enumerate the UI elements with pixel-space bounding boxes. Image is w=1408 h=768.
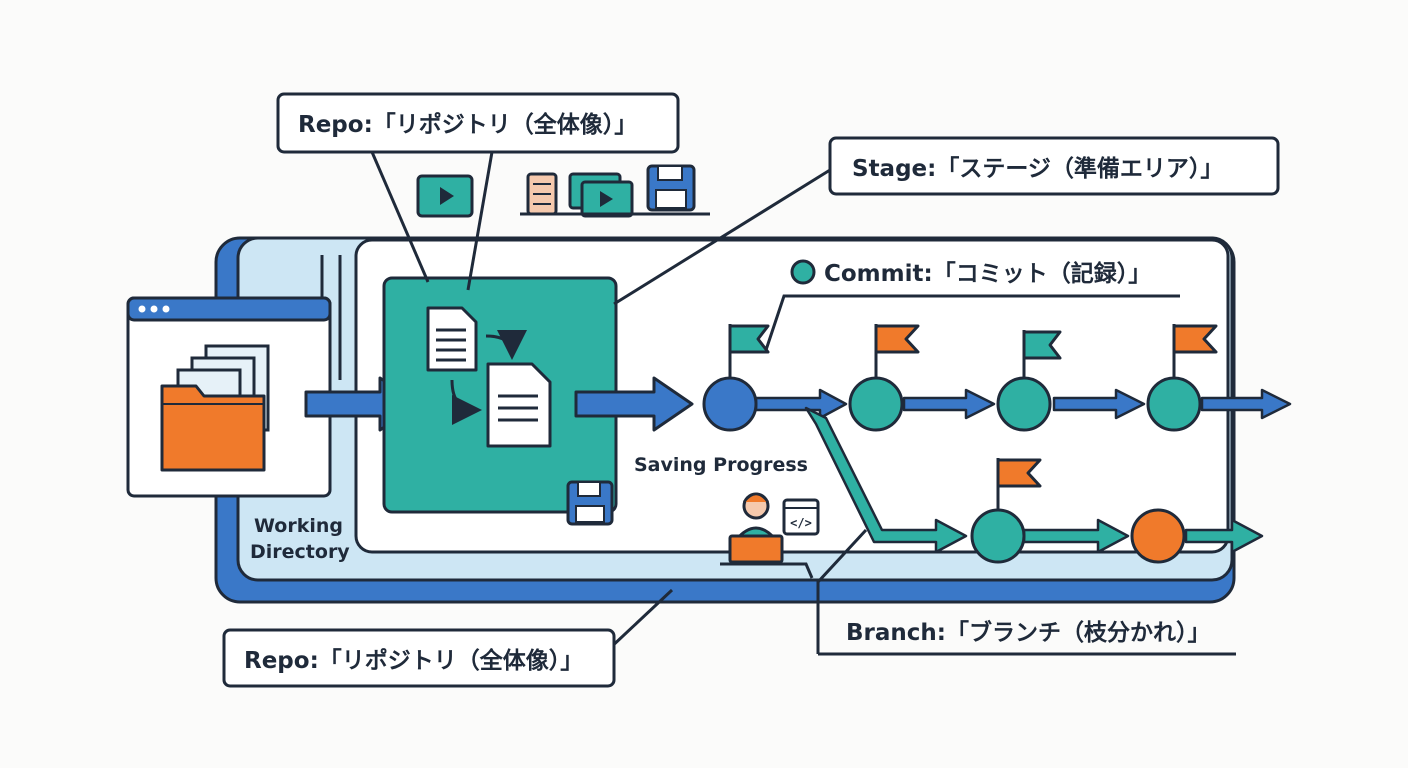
branch-arrow-2 [1184,518,1264,554]
flag-icon [874,324,920,378]
server-icon [526,172,558,216]
branch-label: Branch:「ブランチ（枝分かれ）」 [846,619,1210,646]
commit-node [1146,376,1202,432]
commit-node [848,376,904,432]
stage-callout [828,136,1280,196]
commit-arrow-3 [1052,388,1146,420]
svg-text:</>: </> [790,516,812,530]
commit-node [996,376,1052,432]
branch-arrow-1 [1022,518,1130,554]
floppy-disk-icon [566,480,614,526]
commit-arrow-1 [754,388,848,420]
commit-label: Commit:「コミット（記録）」 [824,260,1151,287]
document-icon [486,362,552,448]
branch-commit-node-orange [1130,508,1186,564]
saving-progress-label: Saving Progress [634,454,808,476]
commit-node-initial [702,376,758,432]
flag-icon [1022,330,1062,378]
flag-icon [996,458,1042,510]
repo-top-label: Repo:「リポジトリ（全体像）」 [298,111,637,138]
commit-legend-dot [790,259,816,285]
floppy-disk-icon [646,164,696,212]
video-icon [568,172,634,218]
arrow-to-commit [574,376,694,432]
commit-arrow-4 [1200,388,1292,420]
browser-window-icon [138,305,170,313]
folder-icon [160,344,270,472]
repo-bottom-callout [222,628,616,688]
code-icon: </> [782,498,820,536]
repo-top-callout [276,92,680,154]
commit-arrow-2 [902,388,996,420]
flag-icon [728,324,770,378]
document-icon [426,306,478,372]
flag-icon [1172,324,1218,378]
repo-bottom-label: Repo:「リポジトリ（全体像）」 [244,647,583,674]
branch-commit-node [970,508,1026,564]
working-directory-label-2: Directory [250,541,350,563]
branch-path [804,406,968,554]
working-directory-window [126,296,332,498]
video-icon [416,174,474,218]
working-directory-label-1: Working [254,515,343,537]
stage-label: Stage:「ステージ（準備エリア）」 [852,155,1223,182]
